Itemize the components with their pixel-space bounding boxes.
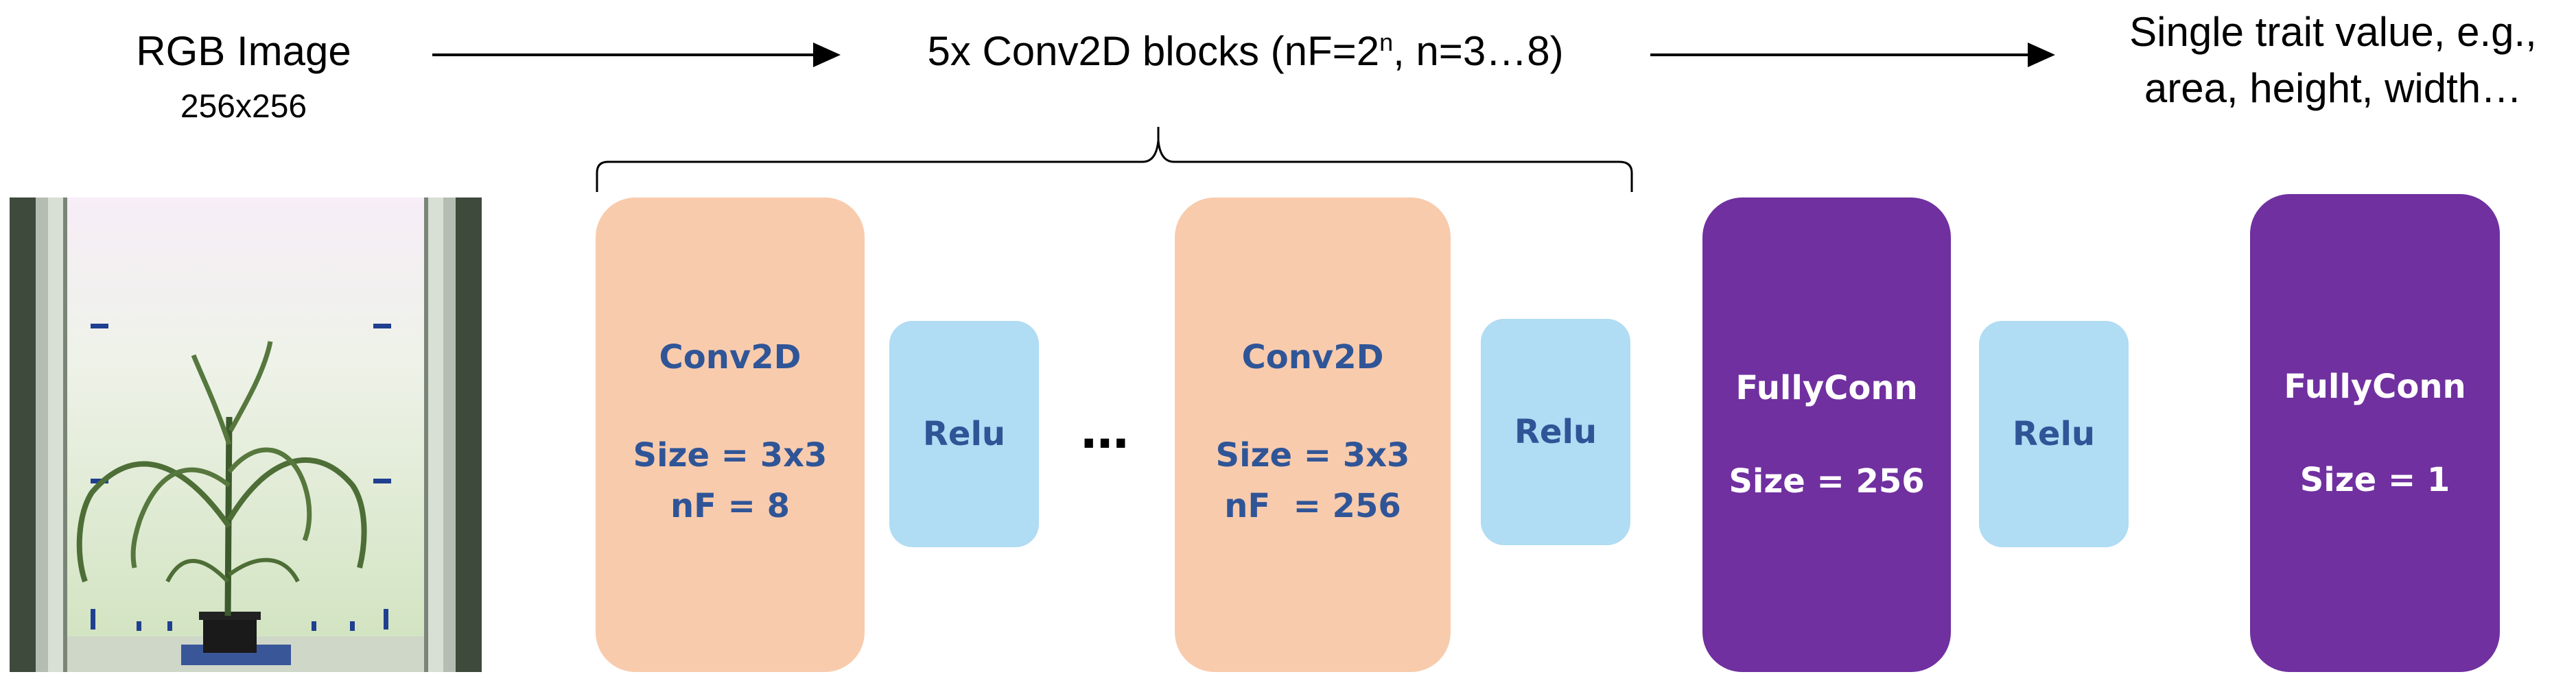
conv-group-brace: [596, 127, 1633, 192]
conv-group-label-sup: n: [1379, 28, 1394, 56]
fullyconn-block-2-size: Size = 1: [2299, 460, 2450, 499]
relu-block-3: Relu: [1979, 321, 2129, 547]
relu-block-2: Relu: [1481, 319, 1630, 545]
fullyconn-block-1-name: FullyConn: [1735, 369, 1918, 407]
conv-group-label: 5x Conv2D blocks (nF=2n, n=3…8): [851, 27, 1640, 75]
fullyconn-block-2-name: FullyConn: [2284, 367, 2466, 406]
plant-image: [10, 197, 482, 672]
conv-group-label-suffix: , n=3…8): [1393, 28, 1564, 74]
fullyconn-block-1-size: Size = 256: [1729, 462, 1925, 501]
conv2d-block-2: Conv2D Size = 3x3 nF = 256: [1175, 197, 1451, 672]
fullyconn-block-2: FullyConn Size = 1: [2250, 194, 2500, 672]
conv2d-block-1-nf: nF = 8: [670, 487, 790, 525]
relu-block-1: Relu: [889, 321, 1039, 547]
output-label: Single trait value, e.g., area, height, …: [2093, 4, 2573, 117]
conv2d-block-1-size: Size = 3x3: [633, 436, 828, 475]
output-label-line1: Single trait value, e.g.,: [2129, 9, 2537, 55]
conv2d-block-2-name: Conv2D: [1241, 338, 1384, 376]
conv2d-block-1: Conv2D Size = 3x3 nF = 8: [596, 197, 865, 672]
relu-block-2-label: Relu: [1514, 413, 1597, 451]
output-label-line2: area, height, width…: [2144, 65, 2522, 111]
input-size: 256x256: [180, 88, 307, 125]
relu-block-1-label: Relu: [922, 415, 1006, 453]
arrow-conv-to-output: [1650, 43, 2055, 67]
arrow-input-to-conv: [432, 43, 841, 67]
conv2d-block-2-nf: nF = 256: [1224, 487, 1401, 525]
plant-image-drawing: [10, 197, 482, 672]
conv2d-block-1-name: Conv2D: [659, 338, 801, 376]
conv2d-block-2-size: Size = 3x3: [1215, 436, 1410, 475]
conv-group-label-prefix: 5x Conv2D blocks (nF=2: [927, 28, 1380, 74]
fullyconn-block-1: FullyConn Size = 256: [1702, 197, 1951, 672]
ellipsis: …: [1081, 403, 1129, 459]
relu-block-3-label: Relu: [2012, 415, 2096, 453]
input-title: RGB Image: [136, 28, 351, 74]
